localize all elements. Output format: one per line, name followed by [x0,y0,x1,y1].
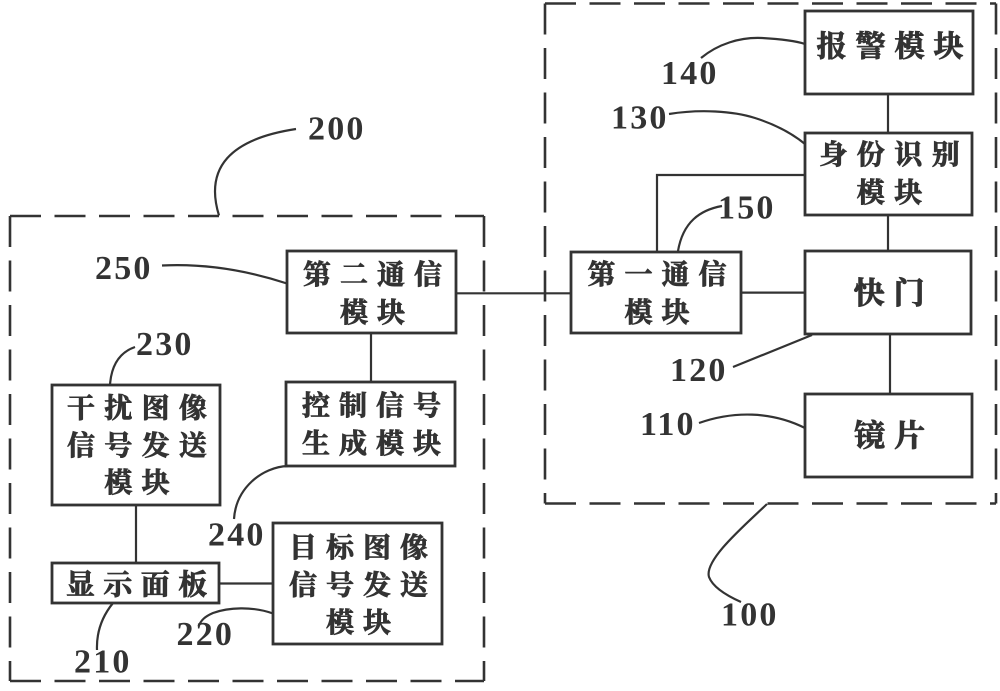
svg-text:240: 240 [208,517,266,554]
svg-text:120: 120 [670,352,728,389]
svg-text:130: 130 [611,100,669,137]
svg-text:210: 210 [74,644,132,681]
svg-text:110: 110 [640,406,696,443]
svg-text:100: 100 [721,597,779,634]
svg-text:200: 200 [308,111,366,148]
svg-text:250: 250 [95,250,153,287]
svg-text:220: 220 [177,616,235,653]
svg-text:230: 230 [136,326,194,363]
svg-text:140: 140 [661,55,719,92]
svg-text:150: 150 [718,190,776,227]
